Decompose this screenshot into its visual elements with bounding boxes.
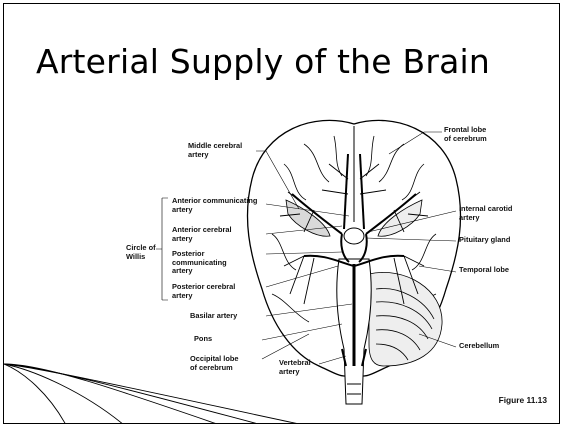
label-middle-cerebral-artery: Middle cerebral artery: [188, 142, 242, 159]
slide-title: Arterial Supply of the Brain: [36, 42, 490, 81]
pituitary-gland: [344, 228, 364, 244]
label-posterior-communicating-artery: Posterior communicating artery: [172, 250, 227, 276]
swoosh-decoration: [4, 364, 304, 424]
figure-caption: Figure 11.13: [499, 395, 547, 405]
label-basilar-artery: Basilar artery: [190, 312, 237, 321]
label-vertebral-artery: Vertebral artery: [279, 359, 311, 376]
label-posterior-cerebral-artery: Posterior cerebral artery: [172, 283, 235, 300]
label-pons: Pons: [194, 335, 212, 344]
label-anterior-cerebral-artery: Anterior cerebral artery: [172, 226, 232, 243]
label-pituitary-gland: Pituitary gland: [459, 236, 510, 245]
slide: Arterial Supply of the Brain Middle cere…: [3, 3, 560, 424]
label-frontal-lobe: Frontal lobe of cerebrum: [444, 126, 487, 143]
label-circle-of-willis: Circle of Willis: [126, 244, 156, 261]
label-anterior-communicating-artery: Anterior communicating artery: [172, 197, 257, 214]
label-temporal-lobe: Temporal lobe: [459, 266, 509, 275]
label-occipital-lobe: Occipital lobe of cerebrum: [190, 355, 238, 372]
label-cerebellum: Cerebellum: [459, 342, 499, 351]
label-internal-carotid-artery: Internal carotid artery: [459, 205, 512, 222]
